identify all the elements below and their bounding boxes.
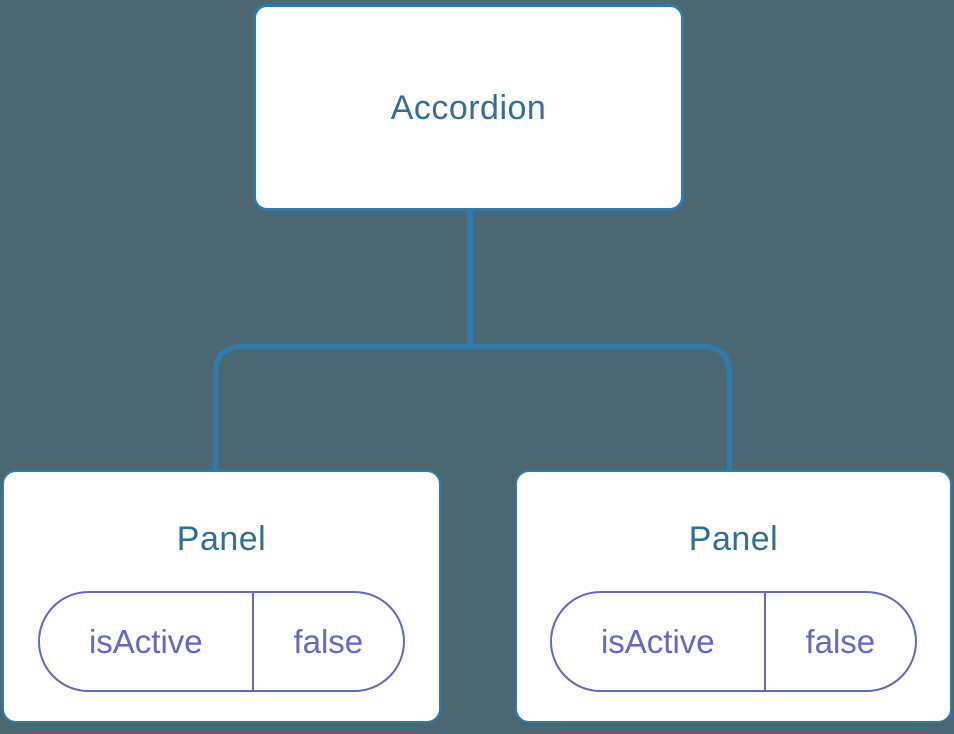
connector-branches (212, 343, 733, 471)
state-value: false (763, 593, 915, 690)
state-key: isActive (600, 623, 715, 660)
panel-node-right: Panel isActive false (515, 470, 952, 723)
panel-node-label: Panel (688, 520, 779, 558)
state-pill: isActive false (38, 591, 405, 692)
state-key: isActive (88, 623, 203, 660)
accordion-node-label: Accordion (390, 88, 547, 127)
panel-node-label: Panel (176, 520, 267, 558)
accordion-node: Accordion (253, 4, 684, 211)
state-value: false (251, 593, 403, 690)
state-pill: isActive false (550, 591, 917, 692)
panel-node-left: Panel isActive false (2, 470, 441, 723)
